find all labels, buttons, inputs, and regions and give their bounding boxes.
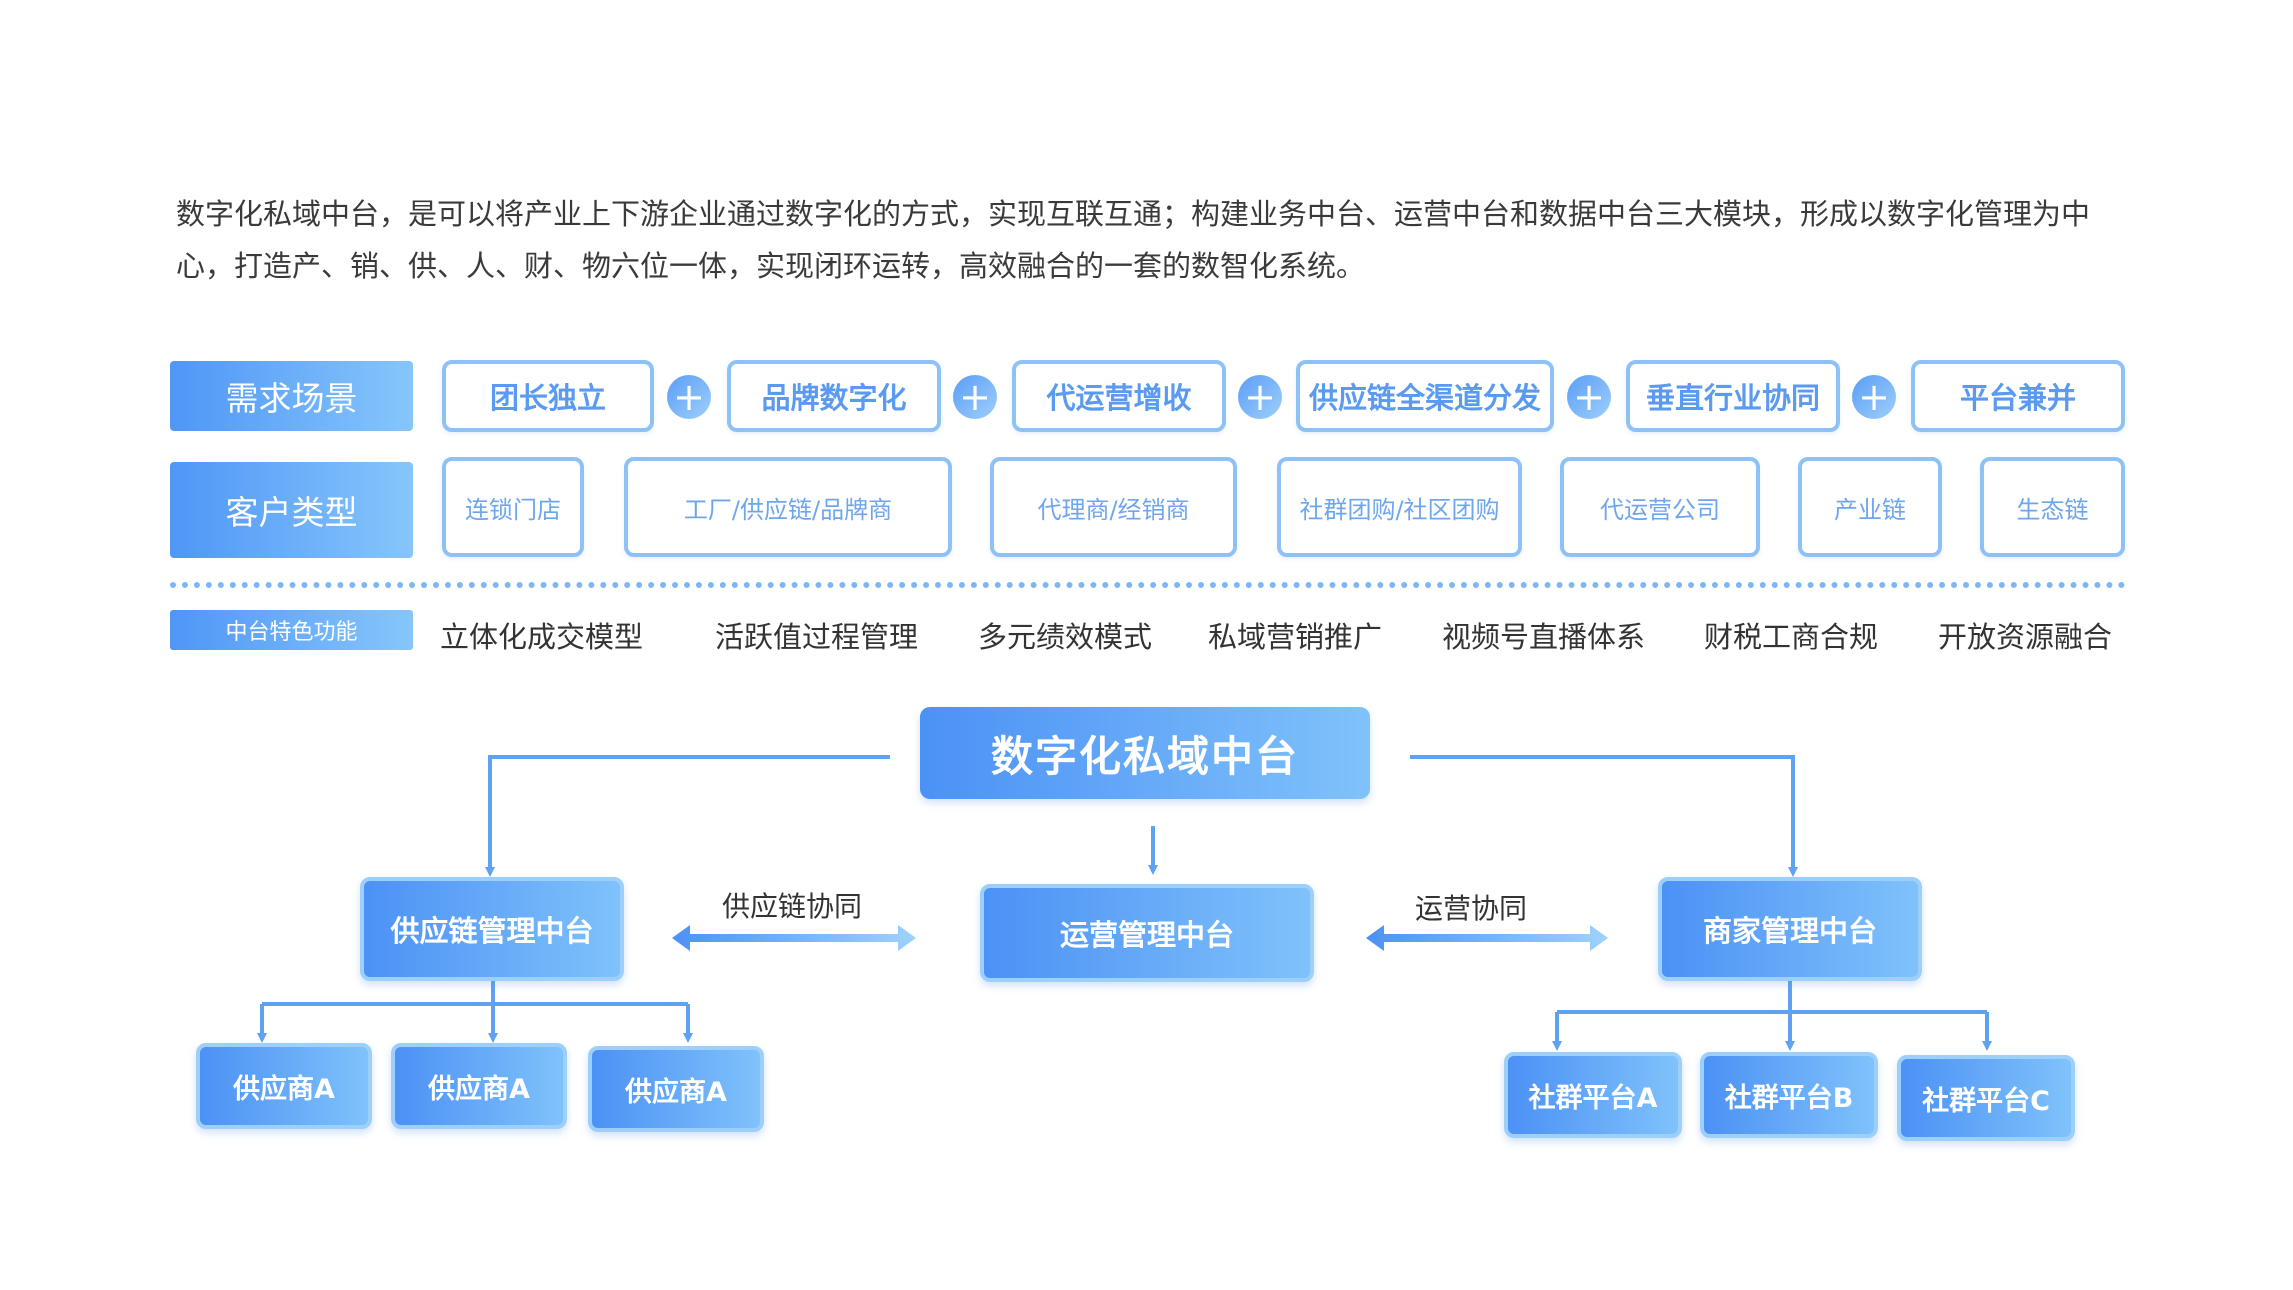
double-arrow-supply (672, 925, 916, 951)
merchant-node: 商家管理中台 (1658, 877, 1922, 981)
plus-icon: + (953, 375, 997, 419)
community-platform-node: 社群平台B (1700, 1052, 1878, 1138)
scenario-box: 供应链全渠道分发 (1296, 360, 1554, 432)
edge-root-supply (485, 755, 890, 877)
root-node: 数字化私域中台 (920, 707, 1370, 799)
customer-box: 代运营公司 (1560, 457, 1760, 557)
scenario-box: 代运营增收 (1012, 360, 1226, 432)
scenario-box: 平台兼并 (1911, 360, 2125, 432)
edge-label-supply: 供应链协同 (722, 890, 863, 923)
feature-item: 私域营销推广 (1208, 620, 1383, 654)
supplier-node: 供应商A (391, 1043, 567, 1129)
customer-box: 代理商/经销商 (990, 457, 1237, 557)
intro-paragraph: 数字化私域中台，是可以将产业上下游企业通过数字化的方式，实现互联互通；构建业务中… (176, 188, 2136, 292)
community-platform-node: 社群平台C (1897, 1055, 2075, 1141)
feature-item: 立体化成交模型 (440, 620, 644, 654)
customer-box: 连锁门店 (442, 457, 584, 557)
plus-icon: + (1567, 375, 1611, 419)
scenario-box: 品牌数字化 (727, 360, 941, 432)
customer-box: 产业链 (1798, 457, 1942, 557)
double-arrow-ops (1366, 925, 1608, 951)
edge-root-merchant (1410, 755, 1798, 877)
feature-item: 财税工商合规 (1704, 620, 1879, 654)
customer-box: 社群团购/社区团购 (1277, 457, 1522, 557)
supplier-node: 供应商A (588, 1046, 764, 1132)
feature-item: 视频号直播体系 (1442, 620, 1646, 654)
feature-item: 活跃值过程管理 (715, 620, 919, 654)
customer-box: 工厂/供应链/品牌商 (624, 457, 952, 557)
intro-line-1: 数字化私域中台，是可以将产业上下游企业通过数字化的方式，实现互联互通；构建业务中… (176, 197, 2091, 231)
plus-icon: + (667, 375, 711, 419)
edge-label-ops: 运营协同 (1415, 892, 1528, 925)
supplier-node: 供应商A (196, 1043, 372, 1129)
feature-item: 开放资源融合 (1938, 620, 2113, 654)
operations-node: 运营管理中台 (980, 884, 1314, 982)
scenario-row-label: 需求场景 (170, 361, 413, 431)
supply-chain-node: 供应链管理中台 (360, 877, 624, 981)
plus-icon: + (1238, 375, 1282, 419)
intro-line-2: 心，打造产、销、供、人、财、物六位一体，实现闭环运转，高效融合的一套的数智化系统… (176, 249, 1366, 283)
feature-row-label: 中台特色功能 (170, 610, 413, 650)
feature-item: 多元绩效模式 (978, 620, 1153, 654)
scenario-box: 垂直行业协同 (1626, 360, 1840, 432)
plus-icon: + (1852, 375, 1896, 419)
customer-box: 生态链 (1980, 457, 2125, 557)
dotted-divider (170, 582, 2126, 588)
customer-row-label: 客户类型 (170, 462, 413, 558)
scenario-box: 团长独立 (442, 360, 654, 432)
community-platform-node: 社群平台A (1504, 1052, 1682, 1138)
